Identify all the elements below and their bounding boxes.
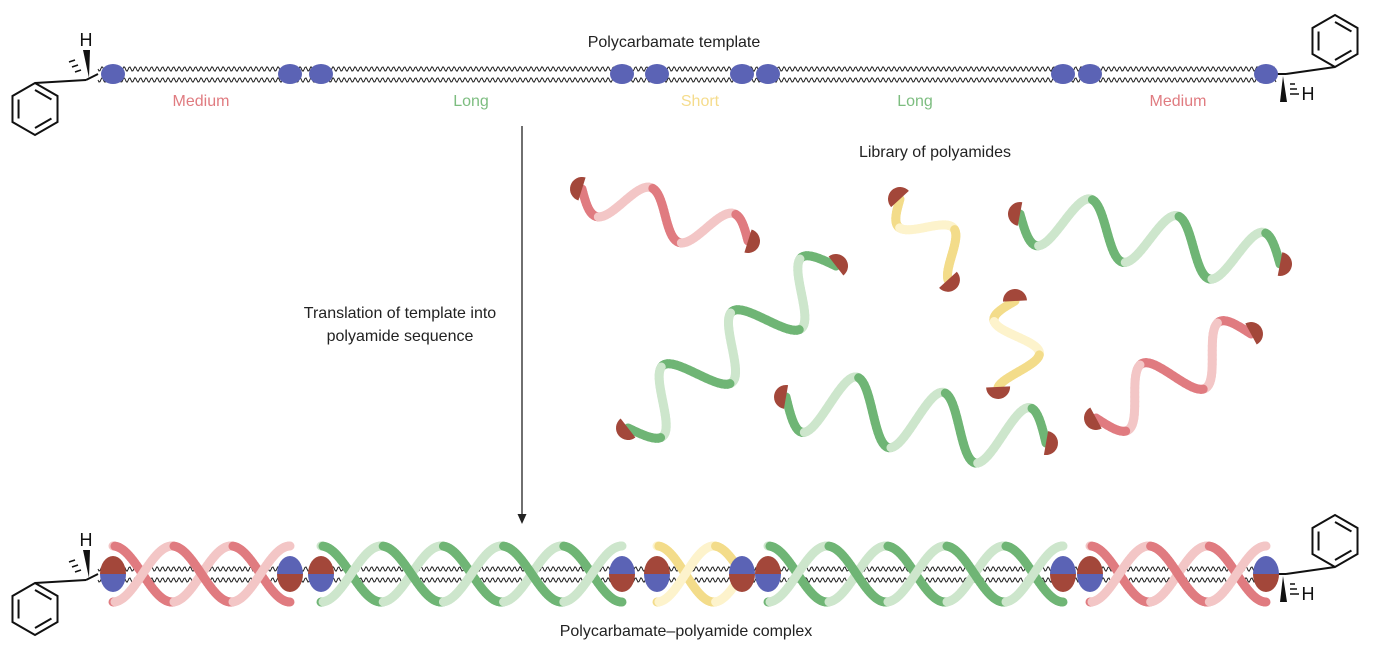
benzene-right-complex-hydrogen: H (1302, 584, 1315, 604)
carbamate-amide-pair (308, 556, 334, 592)
carbamate-unit (1051, 64, 1075, 84)
carbamate-unit (645, 64, 669, 84)
benzene-right-template-hydrogen: H (1302, 84, 1315, 104)
segment-label-short: Short (681, 93, 720, 110)
carbamate-unit (730, 64, 754, 84)
carbamate-unit (756, 64, 780, 84)
polycarbamate-polyamide-complex (97, 541, 1279, 607)
carbamate-unit (610, 64, 634, 84)
polyamide-cap (1277, 252, 1292, 276)
carbamate-amide-pair (1050, 556, 1076, 592)
benzene-left-template-hydrogen: H (80, 30, 93, 50)
polyamide-cap (939, 271, 960, 292)
complex-title: Polycarbamate–polyamide complex (560, 623, 813, 640)
benzene-right-complex: H (1276, 513, 1359, 604)
complex-helix-medium-right (1085, 541, 1271, 607)
carbamate-unit (1078, 64, 1102, 84)
carbamate-amide-pair (644, 556, 670, 592)
polyamide-long-2 (616, 251, 848, 443)
segment-label-medium-right: Medium (1150, 93, 1207, 110)
carbamate-amide-pair (609, 556, 635, 592)
translation-arrow (517, 126, 527, 524)
benzene-left-complex-hydrogen: H (80, 530, 93, 550)
polyamide-medium-1 (570, 177, 760, 253)
polyamide-cap (1003, 289, 1027, 302)
carbamate-unit (1254, 64, 1278, 84)
library-title: Library of polyamides (859, 144, 1011, 161)
segment-label-long-right: Long (897, 93, 933, 110)
benzene-left-complex: H (11, 530, 99, 637)
complex-helix-long-left (316, 541, 627, 607)
template-title: Polycarbamate template (588, 34, 761, 51)
carbamate-amide-pair (1077, 556, 1103, 592)
polycarbamate-template (97, 64, 1278, 84)
polyamide-long-3 (774, 372, 1058, 468)
polyamide-cap (986, 386, 1011, 399)
benzene-right-template: H (1276, 13, 1359, 104)
polyamide-cap (1008, 202, 1023, 226)
polyamide-library (570, 177, 1292, 468)
polyamide-long-1 (1008, 194, 1292, 284)
segment-label-medium-left: Medium (173, 93, 230, 110)
polyamide-cap (774, 385, 789, 409)
polyamide-cap (1043, 431, 1058, 455)
polyamide-medium-2 (1084, 316, 1263, 436)
carbamate-amide-pair (755, 556, 781, 592)
segment-label-long-left: Long (453, 93, 489, 110)
template-labels: Polycarbamate template Medium Long Short… (173, 34, 1207, 110)
translation-label-line2: polyamide sequence (327, 328, 474, 345)
carbamate-unit (309, 64, 333, 84)
polyamide-cap (744, 229, 760, 253)
polyamide-cap (1245, 322, 1263, 345)
polyamide-cap (1084, 407, 1102, 430)
polyamide-cap (570, 177, 586, 201)
carbamate-amide-pair (729, 556, 755, 592)
translation-label-line1: Translation of template into (304, 305, 497, 322)
complex-helix-short (652, 541, 747, 607)
polyamide-short-1 (888, 187, 961, 292)
complex-helix-medium-left (108, 541, 295, 607)
polyamide-short-2 (986, 289, 1044, 399)
carbamate-amide-pair (1253, 556, 1279, 592)
benzene-left-template: H (11, 30, 99, 137)
polyamide-cap (888, 187, 909, 208)
benzene-end-groups: H H H H (11, 13, 1359, 637)
carbamate-unit (101, 64, 125, 84)
carbamate-unit (278, 64, 302, 84)
polyamide-cap (616, 418, 636, 440)
complex-helix-long-right (763, 541, 1068, 607)
carbamate-amide-pair (277, 556, 303, 592)
polyamide-cap (828, 254, 848, 276)
carbamate-amide-pair (100, 556, 126, 592)
